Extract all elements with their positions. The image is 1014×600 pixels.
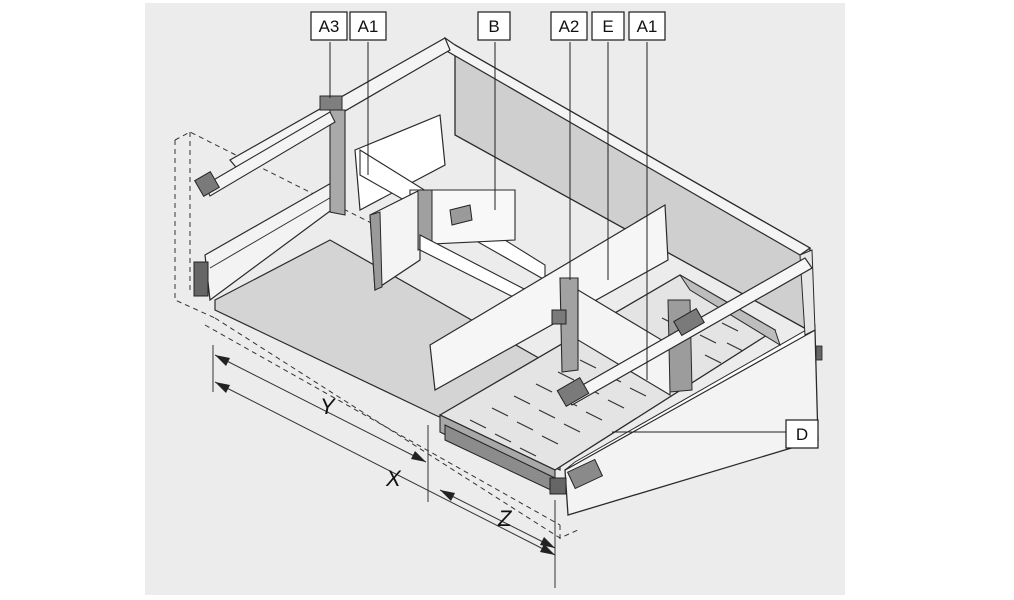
callout-leaders: [329, 42, 786, 433]
right-handle-tab: [815, 345, 823, 361]
runner-fitting-left: [549, 477, 567, 495]
svg-text:D: D: [796, 425, 808, 444]
callout-a3: A3: [310, 11, 348, 41]
divider-a2: [559, 277, 579, 373]
divider-a1-back: [354, 114, 446, 211]
left-crossbar-cap: [194, 171, 220, 197]
cabinet-outline-dashed: [174, 131, 579, 540]
svg-text:A3: A3: [319, 17, 340, 36]
dimension-x-label: X: [385, 466, 402, 491]
a3-clip: [319, 95, 343, 111]
svg-text:E: E: [602, 17, 613, 36]
front-crossbar-cap-left: [556, 377, 590, 407]
dimension-z-label: Z: [497, 506, 513, 531]
svg-text:A1: A1: [358, 17, 379, 36]
svg-text:B: B: [488, 17, 499, 36]
callout-d: D: [785, 419, 819, 449]
dimension-y-label: Y: [320, 394, 336, 419]
left-front-fitting: [193, 261, 209, 297]
a3-bracket: [329, 109, 346, 216]
svg-text:A1: A1: [637, 17, 658, 36]
callout-b: B: [477, 11, 511, 41]
callout-a2: A2: [550, 11, 588, 41]
front-crossbar-cap-right: [673, 307, 705, 337]
runner-fitting-right: [566, 458, 604, 490]
front-cross-divider-left-edge: [369, 211, 383, 291]
callout-a1-right: A1: [628, 11, 666, 41]
dimension-lines: [212, 345, 556, 588]
callout-e: E: [591, 11, 625, 41]
left-crossbar: [204, 111, 336, 197]
divider-b-clip: [449, 204, 473, 226]
a2-clip: [551, 309, 567, 325]
callout-a1-left: A1: [349, 11, 387, 41]
svg-text:A2: A2: [559, 17, 580, 36]
